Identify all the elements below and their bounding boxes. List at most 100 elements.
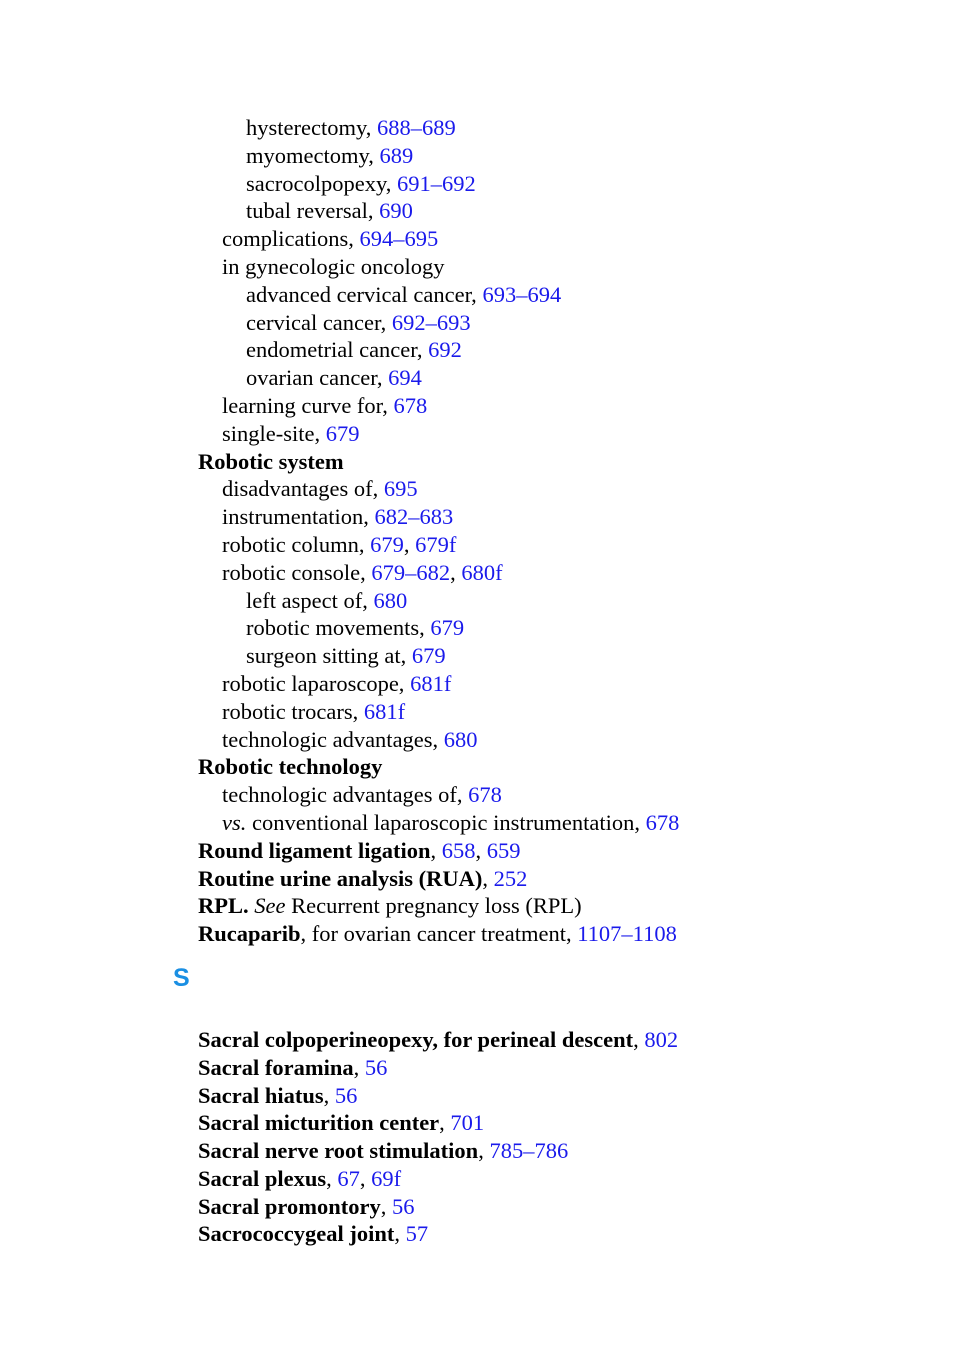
index-text: , — [439, 1110, 451, 1136]
index-main-entry: Sacral plexus, 67, 69f — [0, 1165, 954, 1193]
page-reference-link[interactable]: 680 — [373, 587, 408, 613]
page-reference-link[interactable]: 679 — [430, 615, 465, 641]
index-subentry: vs. conventional laparoscopic instrument… — [0, 809, 954, 837]
page-reference-link[interactable]: 679 — [411, 643, 446, 669]
index-text: left aspect of, — [246, 587, 374, 613]
index-text: learning curve for, — [222, 392, 394, 418]
section-letter-heading: S — [173, 963, 190, 992]
page-reference-link[interactable]: 252 — [493, 865, 528, 891]
page-reference-link[interactable]: 1107–1108 — [577, 921, 677, 947]
page-reference-link[interactable]: 802 — [644, 1026, 679, 1052]
index-text: sacrocolpopexy, — [246, 170, 397, 196]
index-text: , — [633, 1026, 645, 1052]
index-subentry: learning curve for, 678 — [0, 392, 954, 420]
index-text: single-site, — [222, 420, 326, 446]
index-main-entry: Sacrococcygeal joint, 57 — [0, 1220, 954, 1248]
page-reference-link[interactable]: 658 — [441, 837, 476, 863]
index-subentry: myomectomy, 689 — [0, 142, 954, 170]
index-subentry: complications, 694–695 — [0, 225, 954, 253]
index-subentry: robotic trocars, 681f — [0, 698, 954, 726]
index-text: robotic movements, — [246, 615, 431, 641]
page-reference-link[interactable]: 57 — [405, 1221, 429, 1247]
index-main-entry: Sacral micturition center, 701 — [0, 1109, 954, 1137]
index-text: , — [323, 1082, 335, 1108]
index-subentry: technologic advantages, 680 — [0, 726, 954, 754]
page-reference-link[interactable]: 701 — [450, 1110, 485, 1136]
index-subentry: cervical cancer, 692–693 — [0, 309, 954, 337]
page-reference-link[interactable]: 681f — [363, 698, 406, 724]
index-main-entry: Rucaparib, for ovarian cancer treatment,… — [0, 920, 954, 948]
index-term: Sacral promontory — [198, 1193, 381, 1219]
index-text: , — [482, 865, 494, 891]
index-subentry: tubal reversal, 690 — [0, 197, 954, 225]
index-text: robotic trocars, — [222, 698, 364, 724]
index-text: , — [326, 1165, 338, 1191]
page-reference-link[interactable]: 695 — [383, 476, 418, 502]
page-reference-link[interactable]: 659 — [486, 837, 521, 863]
page-reference-link[interactable]: 694–695 — [359, 226, 439, 252]
index-subentry: left aspect of, 680 — [0, 587, 954, 615]
page-reference-link[interactable]: 680f — [461, 559, 503, 585]
index-subentry: single-site, 679 — [0, 420, 954, 448]
index-subentry: robotic laparoscope, 681f — [0, 670, 954, 698]
page-reference-link[interactable]: 689 — [379, 142, 414, 168]
index-text: Recurrent pregnancy loss (RPL) — [285, 893, 582, 919]
index-term: Sacral plexus — [198, 1165, 327, 1191]
index-subentry: surgeon sitting at, 679 — [0, 642, 954, 670]
index-term: Rucaparib — [198, 921, 301, 947]
page-reference-link[interactable]: 682–683 — [374, 504, 454, 530]
page-reference-link[interactable]: 692–693 — [391, 309, 471, 335]
page-reference-link[interactable]: 678 — [468, 782, 502, 808]
index-subentry: advanced cervical cancer, 693–694 — [0, 281, 954, 309]
index-main-entry: Routine urine analysis (RUA), 252 — [0, 865, 954, 893]
index-text: , — [353, 1054, 365, 1080]
index-text: , — [380, 1193, 392, 1219]
index-text: technologic advantages, — [222, 726, 444, 752]
index-term: Sacral micturition center — [198, 1110, 440, 1136]
index-term: RPL. — [198, 893, 249, 919]
page-reference-link[interactable]: 688–689 — [377, 115, 456, 140]
index-subentry: endometrial cancer, 692 — [0, 336, 954, 364]
index-main-entry: Sacral nerve root stimulation, 785–786 — [0, 1137, 954, 1165]
page-reference-link[interactable]: 679f — [415, 531, 457, 557]
page-reference-link[interactable]: 678 — [393, 392, 428, 418]
index-text: disadvantages of, — [222, 476, 384, 502]
index-term: Robotic technology — [198, 754, 383, 780]
page-reference-link[interactable]: 679 — [370, 531, 404, 557]
page-reference-link[interactable]: 680 — [443, 726, 478, 752]
index-main-entry: Robotic system — [0, 448, 954, 476]
page-reference-link[interactable]: 692 — [428, 337, 462, 363]
index-text: advanced cervical cancer, — [246, 281, 483, 307]
page-reference-link[interactable]: 56 — [391, 1193, 415, 1219]
index-main-entry: Sacral promontory, 56 — [0, 1193, 954, 1221]
index-subentry: disadvantages of, 695 — [0, 475, 954, 503]
page-reference-link[interactable]: 56 — [334, 1082, 358, 1108]
page-reference-link[interactable]: 681f — [410, 670, 452, 696]
index-main-entry: Sacral hiatus, 56 — [0, 1082, 954, 1110]
index-italic-text: See — [254, 893, 286, 919]
index-text: , — [478, 1138, 490, 1164]
page-reference-link[interactable]: 691–692 — [397, 170, 476, 196]
page-reference-link[interactable]: 56 — [364, 1054, 388, 1080]
page-reference-link[interactable]: 690 — [379, 198, 413, 224]
index-main-entry: RPL. See Recurrent pregnancy loss (RPL) — [0, 892, 954, 920]
index-text: , — [394, 1221, 406, 1247]
index-subentry: instrumentation, 682–683 — [0, 503, 954, 531]
index-text: , — [475, 837, 487, 863]
index-text: instrumentation, — [222, 504, 375, 530]
index-subentry: technologic advantages of, 678 — [0, 781, 954, 809]
index-term: Robotic system — [198, 448, 344, 474]
index-subentry: ovarian cancer, 694 — [0, 364, 954, 392]
index-text: , — [403, 531, 416, 557]
page-reference-link[interactable]: 69f — [371, 1165, 402, 1191]
page-reference-link[interactable]: 67 — [337, 1165, 360, 1191]
index-italic-text: vs. — [222, 809, 247, 835]
page-reference-link[interactable]: 679–682 — [371, 559, 451, 585]
page-reference-link[interactable]: 678 — [645, 809, 680, 835]
index-term: Sacrococcygeal joint — [198, 1221, 395, 1247]
page-reference-link[interactable]: 679 — [325, 420, 360, 446]
page-reference-link[interactable]: 694 — [388, 365, 422, 391]
page-reference-link[interactable]: 693–694 — [482, 281, 562, 307]
page-reference-link[interactable]: 785–786 — [489, 1138, 569, 1164]
